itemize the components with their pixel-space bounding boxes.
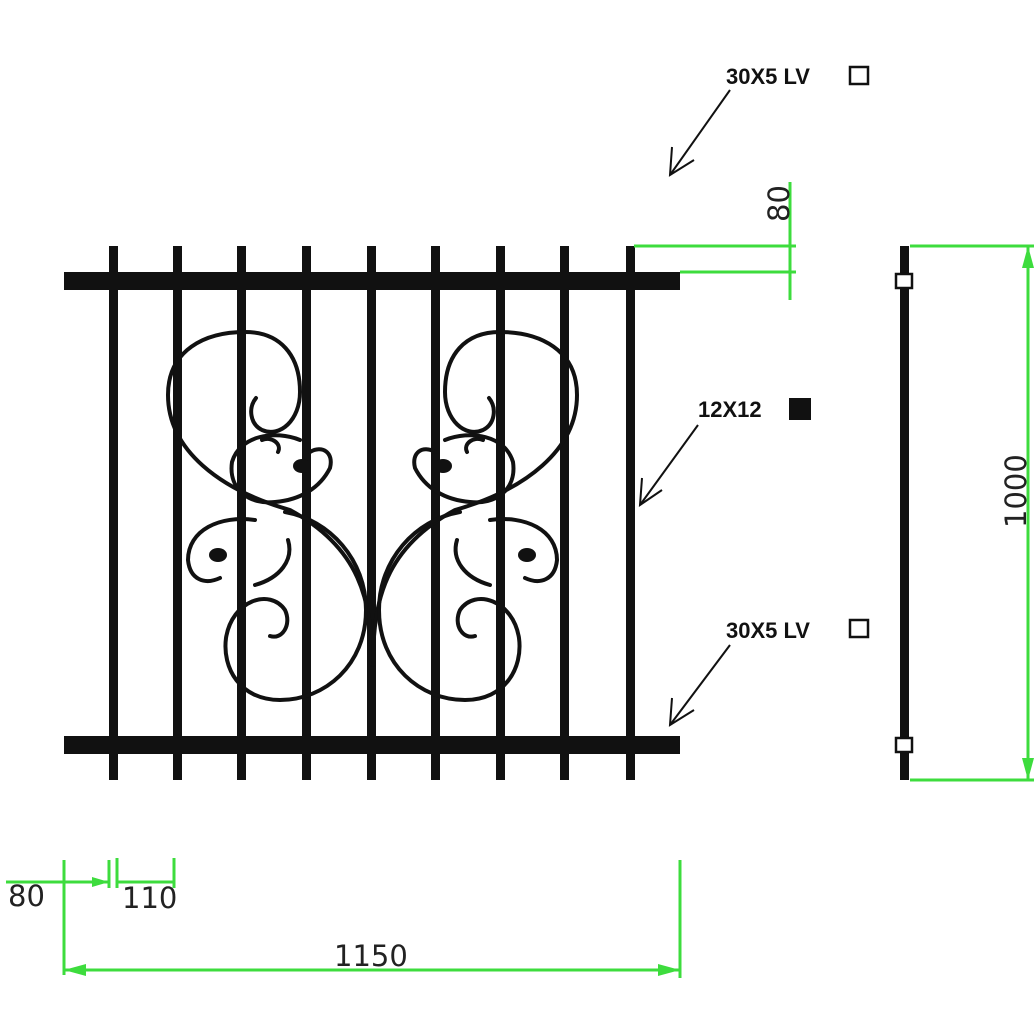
dimension-end-offset-label: 80 bbox=[8, 879, 45, 913]
bottom-rail bbox=[64, 736, 680, 754]
picket-8 bbox=[560, 246, 569, 780]
scroll-ornament-right bbox=[371, 330, 579, 702]
hollow-square-icon bbox=[848, 65, 870, 86]
callout-bottom-rail: 30X5 LV bbox=[668, 618, 870, 727]
scroll-ornament-left bbox=[166, 330, 374, 702]
dimension-picket-spacing-label: 110 bbox=[122, 881, 177, 915]
leaf-left-upper bbox=[293, 459, 311, 473]
picket-7 bbox=[496, 246, 505, 780]
dimension-overall-width-label: 1150 bbox=[334, 939, 408, 973]
dimension-end-offset: 80 bbox=[6, 860, 111, 975]
picket-2 bbox=[173, 246, 182, 780]
side-view-bottom-rail-section bbox=[894, 736, 914, 754]
callout-top-rail-label: 30X5 LV bbox=[726, 64, 810, 89]
leaf-right-lower bbox=[518, 548, 536, 562]
picket-6 bbox=[431, 246, 440, 780]
dimension-overall-height: 1000 bbox=[910, 244, 1034, 782]
leaf-left-lower bbox=[209, 548, 227, 562]
callout-top-rail: 30X5 LV bbox=[668, 64, 870, 177]
picket-5 bbox=[367, 246, 376, 780]
side-view-top-rail-section bbox=[894, 272, 914, 290]
picket-3 bbox=[237, 246, 246, 780]
dimension-spike-height-label: 80 bbox=[762, 185, 796, 222]
picket-1 bbox=[109, 246, 118, 780]
callout-picket-label: 12X12 bbox=[698, 397, 762, 422]
dimension-spike-height: 80 bbox=[634, 182, 796, 300]
pickets bbox=[109, 246, 635, 780]
side-view-post bbox=[900, 246, 909, 780]
dimension-overall-height-label: 1000 bbox=[999, 454, 1033, 528]
hollow-square-icon bbox=[848, 618, 870, 639]
dimension-picket-spacing: 110 bbox=[115, 858, 177, 915]
side-view bbox=[894, 246, 914, 780]
solid-square-icon bbox=[789, 398, 811, 420]
top-rail bbox=[64, 272, 680, 290]
callout-bottom-rail-label: 30X5 LV bbox=[726, 618, 810, 643]
leaf-right-upper bbox=[434, 459, 452, 473]
dimension-overall-width: 1150 bbox=[64, 860, 682, 978]
callout-picket: 12X12 bbox=[638, 397, 811, 507]
picket-4 bbox=[302, 246, 311, 780]
picket-9 bbox=[626, 246, 635, 780]
